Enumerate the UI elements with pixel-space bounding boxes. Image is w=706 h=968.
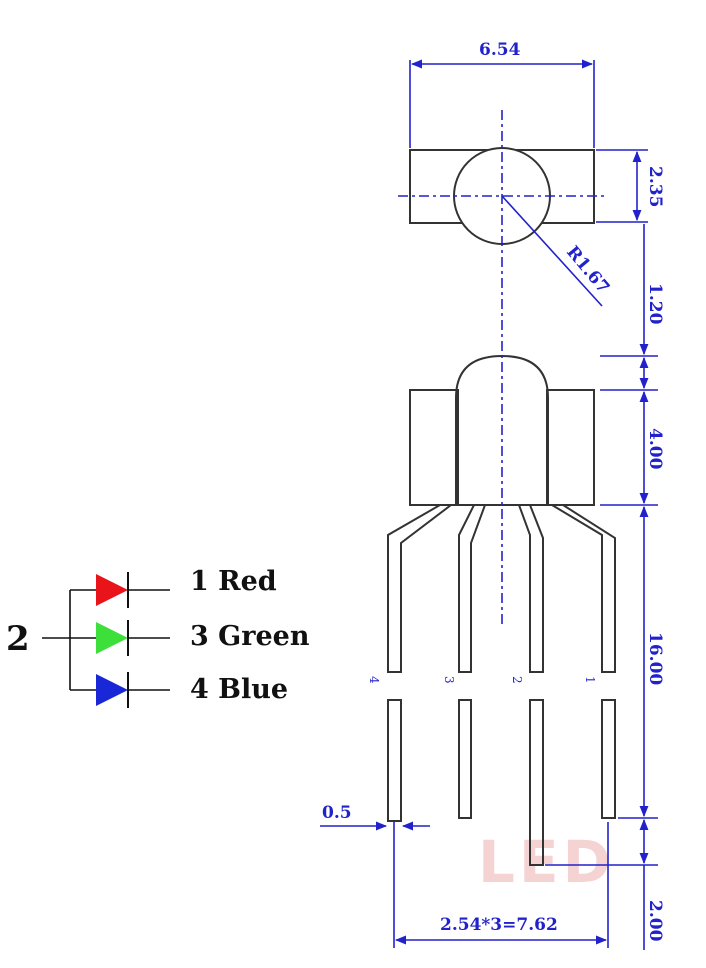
lead-4-lower bbox=[387, 699, 402, 822]
led-green-symbol bbox=[96, 620, 129, 656]
step-label: 2.00 bbox=[645, 900, 665, 942]
led-green-label: 3 Green bbox=[190, 621, 310, 652]
pin-number-3: 3 bbox=[442, 676, 456, 684]
led-red-label: 1 Red bbox=[190, 566, 277, 597]
pitch-label: 2.54*3=7.62 bbox=[440, 915, 558, 935]
lead-3-lower bbox=[458, 699, 472, 819]
lead-width-label: 0.5 bbox=[322, 803, 352, 823]
schematic: 2 1 Red 3 Green 4 Blue bbox=[6, 566, 310, 708]
lead-2-lower bbox=[529, 699, 544, 866]
side-flange-right bbox=[546, 389, 595, 506]
led-blue-label: 4 Blue bbox=[190, 674, 288, 705]
pin-number-2: 2 bbox=[510, 676, 524, 684]
common-pin-label: 2 bbox=[6, 619, 30, 659]
lead-4-upper bbox=[387, 504, 452, 673]
width-dimension bbox=[409, 59, 595, 148]
pitch-dimension bbox=[393, 822, 609, 948]
led-blue-symbol bbox=[96, 672, 129, 708]
watermark-text: LED bbox=[478, 828, 615, 896]
width-label: 6.54 bbox=[479, 40, 521, 60]
lens-gap-label: 1.20 bbox=[645, 283, 665, 325]
led-red-symbol bbox=[96, 572, 129, 608]
lead-1-upper bbox=[551, 504, 616, 673]
pin-number-4: 4 bbox=[367, 676, 381, 684]
height-dimension bbox=[596, 149, 648, 223]
height-label: 2.35 bbox=[645, 166, 665, 207]
side-flange-left bbox=[409, 389, 459, 506]
lead-3-upper bbox=[458, 504, 486, 673]
body-label: 4.00 bbox=[645, 428, 665, 470]
lead-1-lower bbox=[601, 699, 616, 819]
lead-2-upper bbox=[518, 504, 544, 673]
pin-number-1: 1 bbox=[583, 676, 597, 684]
radius-leader bbox=[501, 195, 603, 307]
leads-label: 16.00 bbox=[645, 632, 665, 685]
right-dimension-chain bbox=[545, 224, 658, 950]
